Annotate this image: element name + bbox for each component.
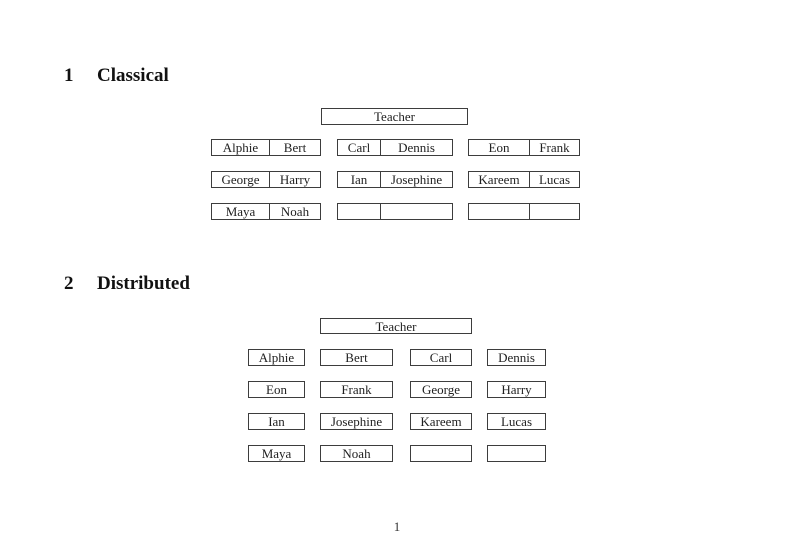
desk-cell: Maya	[212, 204, 270, 219]
desk: Kareem Lucas	[468, 171, 580, 188]
desk-cell: George	[212, 172, 270, 187]
desk-cell: Kareem	[469, 172, 530, 187]
desk-cell: Josephine	[390, 172, 443, 187]
desk: Frank	[320, 381, 393, 398]
desk: Noah	[320, 445, 393, 462]
section-heading-classical: 1 Classical	[64, 66, 169, 85]
desk: Harry	[487, 381, 546, 398]
desk-cell: Ian	[338, 172, 381, 187]
desk: Carl	[410, 349, 472, 366]
desk-cell: Alphie	[212, 140, 270, 155]
desk: Josephine	[320, 413, 393, 430]
desk-empty	[410, 445, 472, 462]
desk-cell: Dennis	[398, 140, 435, 155]
desk: Maya Noah	[211, 203, 321, 220]
desk: Ian	[248, 413, 305, 430]
desk-cell: Lucas	[538, 172, 571, 187]
desk: Eon	[248, 381, 305, 398]
desk-cell	[530, 204, 579, 219]
desk: Carl Dennis	[337, 139, 453, 156]
desk: Lucas	[487, 413, 546, 430]
desk-empty	[487, 445, 546, 462]
desk: Kareem	[410, 413, 472, 430]
desk-cell: Bert	[283, 140, 307, 155]
desk: George Harry	[211, 171, 321, 188]
desk: Bert	[320, 349, 393, 366]
desk: Maya	[248, 445, 305, 462]
section-title: Classical	[97, 65, 169, 86]
desk-cell	[469, 204, 530, 219]
desk: Eon Frank	[468, 139, 580, 156]
section-title: Distributed	[97, 273, 190, 294]
section-heading-distributed: 2 Distributed	[64, 274, 190, 293]
desk-cell: Harry	[279, 172, 311, 187]
desk-cell	[381, 204, 452, 219]
desk-cell	[338, 204, 381, 219]
section-number: 2	[64, 273, 74, 294]
desk: Alphie Bert	[211, 139, 321, 156]
desk-cell: Frank	[539, 140, 570, 155]
desk: Ian Josephine	[337, 171, 453, 188]
desk-cell: Noah	[280, 204, 310, 219]
desk-cell: Eon	[469, 140, 530, 155]
page-number: 1	[393, 519, 401, 534]
desk: George	[410, 381, 472, 398]
teacher-box: Teacher	[320, 318, 472, 334]
desk-empty	[337, 203, 453, 220]
desk-empty	[468, 203, 580, 220]
teacher-box: Teacher	[321, 108, 468, 125]
desk: Dennis	[487, 349, 546, 366]
section-number: 1	[64, 65, 74, 86]
desk-cell: Carl	[338, 140, 381, 155]
desk: Alphie	[248, 349, 305, 366]
